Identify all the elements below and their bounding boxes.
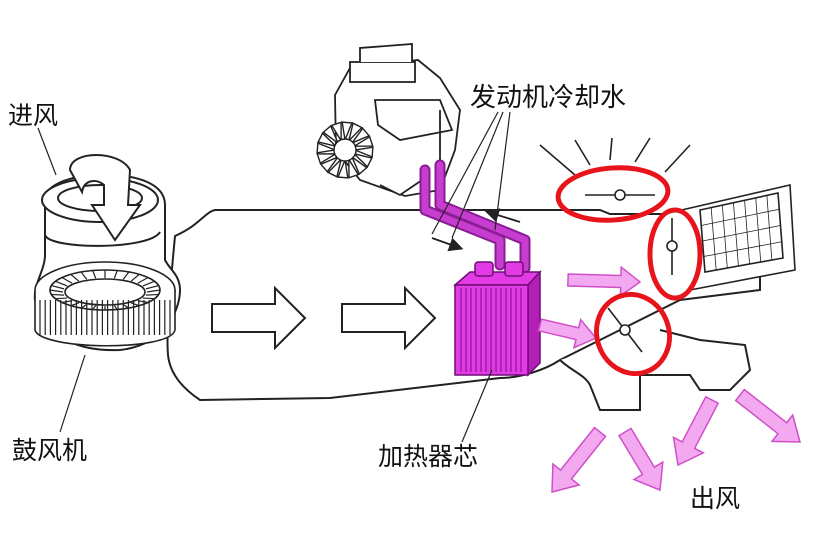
coolant-flow-arrows <box>431 208 521 252</box>
blower-blade <box>113 305 118 310</box>
highlight-bottom-damper <box>594 291 672 377</box>
fan-blade <box>337 157 349 179</box>
blower-blade <box>49 289 64 293</box>
blower-blade <box>137 300 149 304</box>
label-outlet: 出风 <box>690 484 741 513</box>
outlet-airflow-arrows <box>551 388 801 493</box>
blower-blade <box>55 297 68 300</box>
grille-bar <box>703 241 782 257</box>
fan-blade <box>330 121 342 144</box>
blower-blade <box>130 302 140 307</box>
blower-blade <box>51 293 65 296</box>
highlight-top-damper <box>555 165 671 223</box>
blower-blade <box>61 277 73 284</box>
internal-arrow <box>537 317 598 349</box>
fan-blade <box>351 135 374 147</box>
vent-grille <box>701 195 782 271</box>
duct-flow-arrow-2 <box>341 285 437 351</box>
fan-blade <box>322 124 340 145</box>
fan-blade <box>347 122 363 144</box>
blower-blade <box>142 280 155 287</box>
blower-blade <box>145 284 159 290</box>
fan-blade <box>327 156 343 178</box>
fan-blade <box>350 155 368 176</box>
blower-blade <box>92 270 97 279</box>
outlet-arrow <box>734 388 801 443</box>
blower-blade <box>92 305 97 310</box>
fan-blade <box>352 146 374 158</box>
fan-hub <box>333 138 357 162</box>
outlet-arrow <box>551 426 607 493</box>
label-blower: 鼓风机 <box>12 436 88 465</box>
fan-blade <box>341 121 353 143</box>
label-coolant: 发动机冷却水 <box>470 83 627 113</box>
damper-highlights <box>555 165 703 377</box>
blower-blade <box>122 271 130 280</box>
coolant-pipes <box>419 159 531 274</box>
internal-arrow <box>567 265 642 298</box>
blower-blade <box>113 270 118 279</box>
damper-top <box>585 189 655 201</box>
blower-blade <box>142 297 155 300</box>
blower-blade <box>80 271 88 280</box>
blower-blade <box>61 300 73 304</box>
blower-blade <box>70 273 80 282</box>
duct-flow-arrow-1 <box>211 285 307 351</box>
blower-blade <box>146 289 161 293</box>
blower-blade <box>145 293 159 296</box>
fan-blade <box>350 127 371 145</box>
damper-bottom <box>607 307 643 353</box>
fan-blade <box>348 156 360 179</box>
fan-blade <box>316 142 338 154</box>
fan-blade <box>351 152 373 168</box>
blower-blade <box>137 277 149 284</box>
fan-blade <box>319 155 340 173</box>
grille-bar <box>702 225 781 242</box>
label-intake: 进风 <box>8 101 59 130</box>
fan-blade <box>317 132 339 148</box>
heater-core <box>452 261 542 377</box>
internal-airflow-arrows <box>537 265 642 349</box>
blower-blade <box>70 302 80 307</box>
blower-blade <box>130 273 140 282</box>
fan-blade <box>316 153 339 165</box>
outlet-arrow <box>617 427 664 492</box>
blower-blade <box>51 284 65 290</box>
blower-blade <box>55 280 68 287</box>
heater-core-fins <box>460 288 522 372</box>
intake-swirl-arrow <box>68 154 142 242</box>
grille-bar <box>701 208 780 226</box>
highlight-right-damper <box>647 207 703 301</box>
damper-right <box>666 218 678 275</box>
outlet-arrow <box>672 395 720 467</box>
label-heater-core: 加热器芯 <box>378 442 479 471</box>
engine-fan <box>316 121 374 179</box>
leader-lines <box>37 111 511 443</box>
blower-wheel-blades <box>39 270 171 335</box>
